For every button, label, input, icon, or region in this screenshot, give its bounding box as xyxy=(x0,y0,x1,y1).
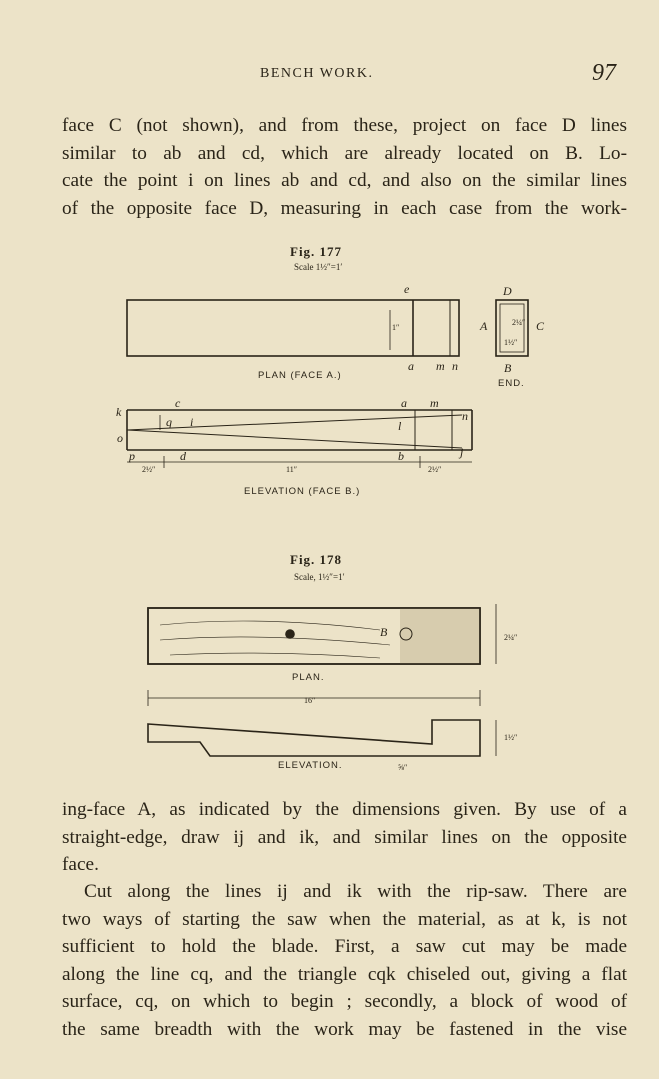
dimension-plan-width: 2¼″ xyxy=(504,633,517,642)
paragraph-1: face C (not shown), and from these, proj… xyxy=(62,112,627,222)
text-line: the same breadth with the work may be fa… xyxy=(62,1018,627,1040)
dimension-elev-mid: 11″ xyxy=(286,465,297,474)
running-head: BENCH WORK. xyxy=(260,66,374,81)
label-c: c xyxy=(175,396,181,410)
label-m-elevation: m xyxy=(430,396,439,410)
label-m: m xyxy=(436,359,445,373)
label-D: D xyxy=(502,284,512,298)
dimension-length: 16″ xyxy=(304,696,315,705)
text-line: similar to ab and cd, which are already … xyxy=(62,142,627,164)
text-line: face C (not shown), and from these, proj… xyxy=(62,115,627,136)
paragraph-3: Cut along the lines ij and ik with the r… xyxy=(62,878,627,1043)
label-l: l xyxy=(398,419,402,433)
dimension-elev-height: 1½″ xyxy=(504,733,517,742)
label-d: d xyxy=(180,449,187,463)
label-B: B xyxy=(504,361,512,375)
page-header: BENCH WORK. 97 xyxy=(0,60,659,90)
text-line: two ways of starting the saw when the ma… xyxy=(62,908,627,930)
figure-178-plan-caption: PLAN. xyxy=(292,672,325,683)
label-a-elevation: a xyxy=(401,396,407,410)
label-n-elevation: n xyxy=(462,409,468,423)
figure-177-title: Fig. 177 xyxy=(290,244,343,259)
figure-178-scale: Scale, 1½″=1′ xyxy=(294,572,345,582)
dimension-end-width: 1½″ xyxy=(504,338,517,347)
label-e: e xyxy=(404,282,410,296)
figure-178-title: Fig. 178 xyxy=(290,552,343,567)
label-q: q xyxy=(166,415,172,429)
label-a: a xyxy=(408,359,414,373)
dimension-elev-right: 2½″ xyxy=(428,465,441,474)
figure-177-scale: Scale 1½″=1′ xyxy=(294,262,343,272)
text-line: straight-edge, draw ij and ik, and simil… xyxy=(62,826,627,848)
dimension-plan-one: 1″ xyxy=(392,323,399,332)
text-line: of the opposite face D, measuring in eac… xyxy=(62,197,627,219)
text-line: sufficient to hold the blade. First, a s… xyxy=(62,936,627,957)
label-o: o xyxy=(117,431,123,445)
figure-178-elevation-caption: ELEVATION. xyxy=(278,760,343,771)
label-B-178: B xyxy=(380,625,388,639)
paragraph-2: ing-face A, as indicated by the dimensio… xyxy=(62,796,627,879)
label-j: j xyxy=(458,445,464,459)
label-p: p xyxy=(128,449,135,463)
dimension-elev-left: 2½″ xyxy=(142,465,155,474)
label-k: k xyxy=(116,405,122,419)
label-b: b xyxy=(398,449,404,463)
text-line: cate the point i on lines ab and cd, and… xyxy=(62,170,627,191)
dimension-end-depth: 2¼″ xyxy=(512,318,525,327)
page-number: 97 xyxy=(592,60,616,86)
figure-177-end-caption: END. xyxy=(498,378,525,389)
text-line: ing-face A, as indicated by the dimensio… xyxy=(62,799,627,820)
text-line: Cut along the lines ij and ik with the r… xyxy=(84,881,627,902)
label-i: i xyxy=(190,415,193,429)
label-A: A xyxy=(479,319,488,333)
figure-177-plan-caption: PLAN (FACE A.) xyxy=(258,370,342,381)
label-C: C xyxy=(536,319,545,333)
dimension-elev-notch: ⅝″ xyxy=(398,763,407,772)
figure-177-elevation-caption: ELEVATION (FACE B.) xyxy=(244,486,361,497)
text-line: along the line cq, and the triangle cqk … xyxy=(62,963,627,985)
label-n: n xyxy=(452,359,458,373)
text-line: surface, cq, on which to begin ; secondl… xyxy=(62,991,627,1012)
text-line: face. xyxy=(62,854,99,875)
